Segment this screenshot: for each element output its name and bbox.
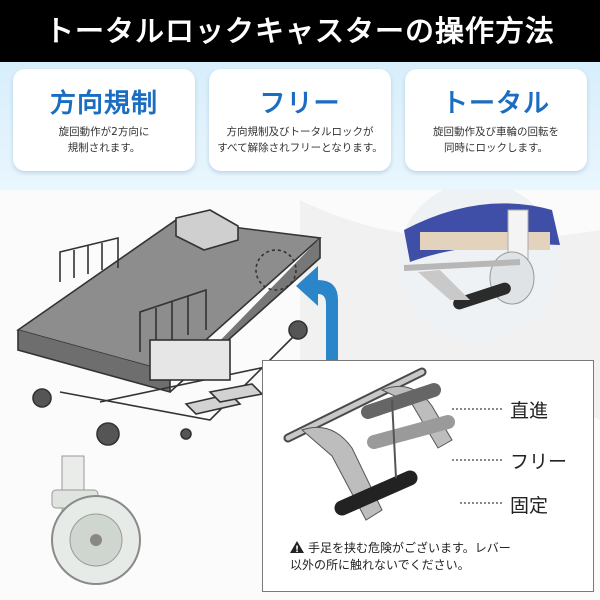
card-text-line1: 旋回動作が2方向に bbox=[58, 126, 150, 138]
caster-photo bbox=[51, 455, 141, 585]
card-text-line2: すべて解除されフリーとなります。 bbox=[217, 142, 383, 154]
bed-drawing bbox=[16, 209, 322, 446]
card-heading: 方向規制 bbox=[49, 89, 158, 119]
card-heading: トータル bbox=[441, 89, 550, 119]
caster-photo-inset bbox=[398, 190, 560, 342]
leader-line bbox=[460, 502, 502, 504]
warning-icon bbox=[290, 541, 304, 559]
warning-line1: 手足を挟む危険がございます。レバー bbox=[308, 541, 511, 555]
leader-line bbox=[452, 459, 502, 461]
label-free: フリー bbox=[510, 451, 568, 473]
page-title: トータルロックキャスターの操作方法 bbox=[0, 0, 600, 62]
card-text-line2: 同時にロックします。 bbox=[444, 142, 548, 154]
warning-line2: 以外の所に触れないでください。 bbox=[290, 558, 470, 572]
card-heading: フリー bbox=[259, 89, 341, 119]
card-text-line2: 規制されます。 bbox=[67, 142, 141, 154]
card-free: フリー 方向規制及びトータルロックが すべて解除されフリーとなります。 bbox=[209, 69, 391, 171]
label-locked: 固定 bbox=[510, 495, 549, 517]
label-straight: 直進 bbox=[510, 400, 549, 422]
pointer-arrow bbox=[296, 266, 338, 360]
card-direction-control: 方向規制 旋回動作が2方向に 規制されます。 bbox=[13, 69, 195, 171]
card-text-line1: 旋回動作及び車輪の回転を bbox=[433, 126, 559, 138]
warning-note: 手足を挟む危険がございます。レバー 以外の所に触れないでください。 bbox=[290, 540, 590, 574]
pedal-diagram bbox=[283, 367, 455, 521]
card-text-line1: 方向規制及びトータルロックが bbox=[226, 126, 374, 138]
card-total-lock: トータル 旋回動作及び車輪の回転を 同時にロックします。 bbox=[405, 69, 587, 171]
leader-line bbox=[452, 408, 502, 410]
